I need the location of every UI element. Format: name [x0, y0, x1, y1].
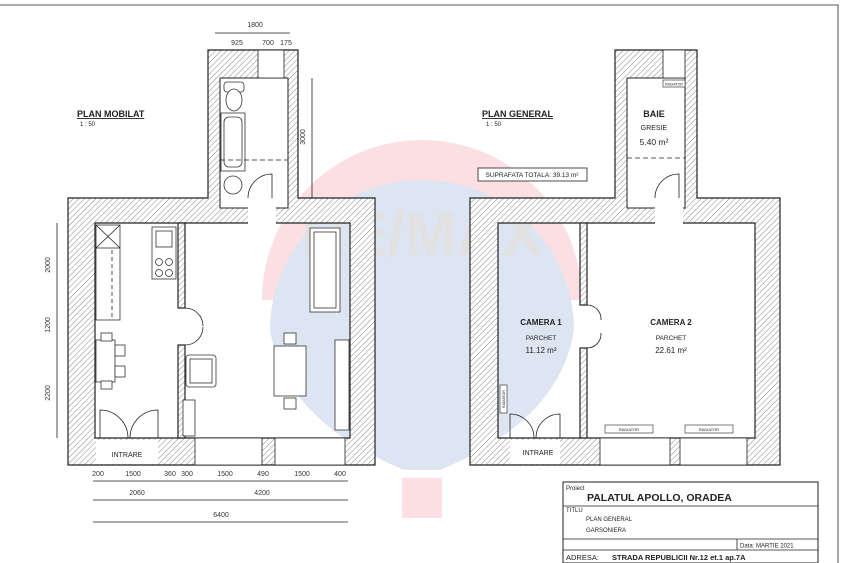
dim-top-2: 700 [262, 40, 274, 47]
project-label: Proiect [566, 486, 585, 492]
toilet-icon [225, 88, 243, 112]
dim-bottom-4: 300 [181, 471, 193, 478]
room-name: CAMERA 2 [650, 318, 692, 327]
total-area-box [477, 167, 588, 182]
page-frame [0, 4, 839, 563]
title-label: TITLU [566, 508, 583, 514]
dim-left-1: 2000 [45, 257, 52, 273]
radiator-bath [662, 79, 686, 88]
room-area: 5.40 m² [640, 137, 669, 147]
dining-table-icon [95, 339, 116, 383]
table-icon [273, 345, 307, 397]
room-area: 22.61 m² [655, 346, 687, 355]
bath-door-opening [248, 195, 276, 225]
cabinet-icon [182, 399, 196, 437]
window-2 [679, 437, 748, 466]
address-label: ADRESA: [566, 553, 599, 562]
radiator-3 [499, 384, 508, 414]
title-line-1: PLAN GENERAL [586, 517, 633, 523]
title-block: Proiect PALATUL APOLLO, ORADEA TITLU PLA… [562, 481, 819, 563]
room-floor: PARCHET [656, 335, 687, 342]
dim-bottom-5: 1500 [217, 471, 233, 478]
plan-mobilat: PLAN MOBILAT 1 : 50 INTRARE [45, 22, 376, 523]
partition-wall-bottom [579, 347, 588, 439]
radiator-1 [604, 424, 654, 434]
dim-top-3: 175 [280, 40, 292, 47]
plan-general-title: PLAN GENERAL [482, 109, 554, 119]
bath-window [662, 49, 686, 79]
dim-bath-height: 3000 [300, 129, 307, 145]
window-1 [194, 437, 263, 466]
room-area: 11.12 m² [526, 346, 557, 355]
address: STRADA REPUBLICII Nr.12 et.1 ap.7A [612, 553, 746, 562]
entrance-label: INTRARE [112, 452, 143, 459]
partition-wall-bottom [177, 344, 186, 439]
plan-general: PLAN GENERAL 1 : 50 SUPRAFATA TOTALA: 39… [469, 49, 781, 466]
kitchen-door-swing [184, 307, 204, 346]
partition-wall-top [177, 222, 186, 309]
dim-bottom-row2-2: 4200 [254, 490, 270, 497]
fridge-icon [95, 224, 121, 249]
entrance-door-swing [99, 409, 159, 439]
plan-mobilat-scale: 1 : 50 [80, 122, 96, 128]
entrance-opening [510, 440, 560, 464]
title-line-2: GARSONIERA [586, 528, 626, 534]
room-name: BAIE [643, 109, 665, 119]
svg-text:RADIATOR: RADIATOR [502, 390, 506, 408]
plan-general-scale: 1 : 50 [486, 122, 502, 128]
dim-bottom-3: 360 [164, 471, 176, 478]
radiator-label: RADIATOR [665, 83, 683, 87]
bathroom-interior [626, 77, 686, 209]
dim-bottom-6: 490 [257, 471, 269, 478]
date: Data: MARTIE 2021 [740, 544, 794, 550]
interior-door-swing [586, 304, 602, 349]
entrance-label: INTRARE [523, 450, 554, 457]
dim-top-1: 925 [231, 40, 243, 47]
room-camera-1: CAMERA 1 PARCHET 11.12 m² [520, 318, 562, 355]
window-2 [274, 437, 346, 466]
dim-bottom-2: 1500 [125, 471, 141, 478]
dim-bottom-total: 6400 [213, 512, 229, 519]
watermark-basket [402, 478, 442, 518]
bath-window [257, 49, 285, 79]
dim-left-3: 2200 [45, 385, 52, 401]
room-floor: GRESIE [641, 125, 668, 132]
bath-door-opening [655, 195, 683, 225]
dim-bottom-7: 1500 [294, 471, 310, 478]
kitchen-counter [95, 224, 121, 321]
total-area: SUPRAFATA TOTALA: 39.13 m² [486, 172, 580, 179]
entrance-door-swing [509, 413, 561, 439]
dim-bottom-1: 200 [92, 471, 104, 478]
room-floor: PARCHET [526, 335, 557, 342]
dim-left-2: 1200 [45, 317, 52, 333]
bath-door-swing [247, 173, 273, 199]
dim-bottom-row2-1: 2060 [129, 490, 145, 497]
room-name: CAMERA 1 [520, 318, 562, 327]
plan-mobilat-title: PLAN MOBILAT [77, 109, 145, 119]
room-baie: BAIE GRESIE 5.40 m² [640, 109, 669, 147]
wardrobe-icon [334, 339, 350, 431]
project-name: PALATUL APOLLO, ORADEA [587, 492, 732, 504]
entrance-opening [96, 440, 158, 464]
sink-icon [223, 175, 243, 195]
svg-text:RADIATOR: RADIATOR [699, 427, 719, 432]
svg-text:RADIATOR: RADIATOR [619, 427, 639, 432]
room-camera-2: CAMERA 2 PARCHET 22.61 m² [650, 318, 692, 355]
bath-door-swing [654, 173, 680, 199]
radiator-2 [684, 424, 734, 434]
dim-bottom-8: 400 [334, 471, 346, 478]
window-1 [599, 437, 671, 466]
partition-wall-top [579, 222, 588, 306]
dim-top-total: 1800 [247, 22, 263, 29]
